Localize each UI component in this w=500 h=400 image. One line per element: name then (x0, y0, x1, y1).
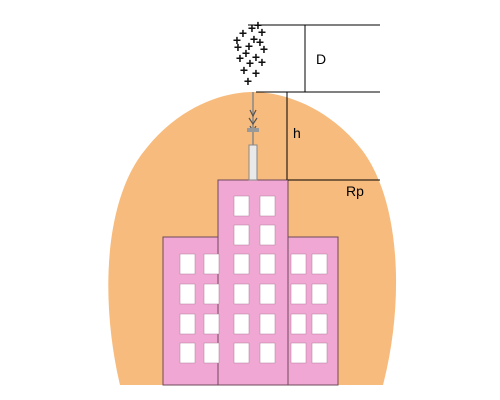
window (203, 283, 220, 305)
building (162, 179, 339, 386)
label-d: D (316, 51, 326, 67)
charge-plus-icon: + (252, 49, 260, 65)
window (233, 195, 250, 217)
window (311, 313, 328, 335)
charge-plus-icon: + (236, 50, 244, 66)
charge-plus-icon: + (245, 38, 253, 54)
window (179, 342, 196, 364)
charge-plus-icon: + (248, 20, 256, 36)
charge-plus-icon: + (256, 34, 264, 50)
charge-plus-icon: + (252, 65, 260, 81)
window (179, 313, 196, 335)
window (233, 224, 250, 246)
window (311, 253, 328, 275)
window (233, 342, 250, 364)
window (233, 253, 250, 275)
window (311, 342, 328, 364)
charge-plus-icon: + (258, 24, 266, 40)
charge-plus-icon: + (239, 25, 247, 41)
window (259, 224, 276, 246)
building-windows (179, 195, 328, 364)
window (179, 283, 196, 305)
window (259, 283, 276, 305)
window (259, 342, 276, 364)
window (259, 253, 276, 275)
label-h: h (293, 125, 301, 141)
window (290, 283, 307, 305)
dimension-lines (248, 24, 380, 181)
charge-cloud: ++++++++++++++++++ (233, 17, 268, 89)
window (203, 342, 220, 364)
charge-plus-icon: + (250, 31, 258, 47)
lightning-rod (247, 92, 259, 181)
charge-plus-icon: + (234, 39, 242, 55)
window (203, 313, 220, 335)
charge-plus-icon: + (233, 32, 241, 48)
window (259, 195, 276, 217)
charge-plus-icon: + (258, 54, 266, 70)
window (290, 253, 307, 275)
rod-mast (248, 144, 258, 181)
window (311, 283, 328, 305)
window (179, 253, 196, 275)
window (233, 283, 250, 305)
rod-base (247, 128, 259, 132)
window (290, 342, 307, 364)
window (203, 253, 220, 275)
window (290, 313, 307, 335)
window (233, 313, 250, 335)
charge-plus-icon: + (242, 45, 250, 61)
building-tower (217, 179, 289, 386)
charge-plus-icon: + (240, 62, 248, 78)
charge-plus-icon: + (246, 55, 254, 71)
window (259, 313, 276, 335)
charge-plus-icon: + (260, 41, 268, 57)
charge-plus-icon: + (244, 73, 252, 89)
label-rp: Rp (346, 183, 364, 199)
